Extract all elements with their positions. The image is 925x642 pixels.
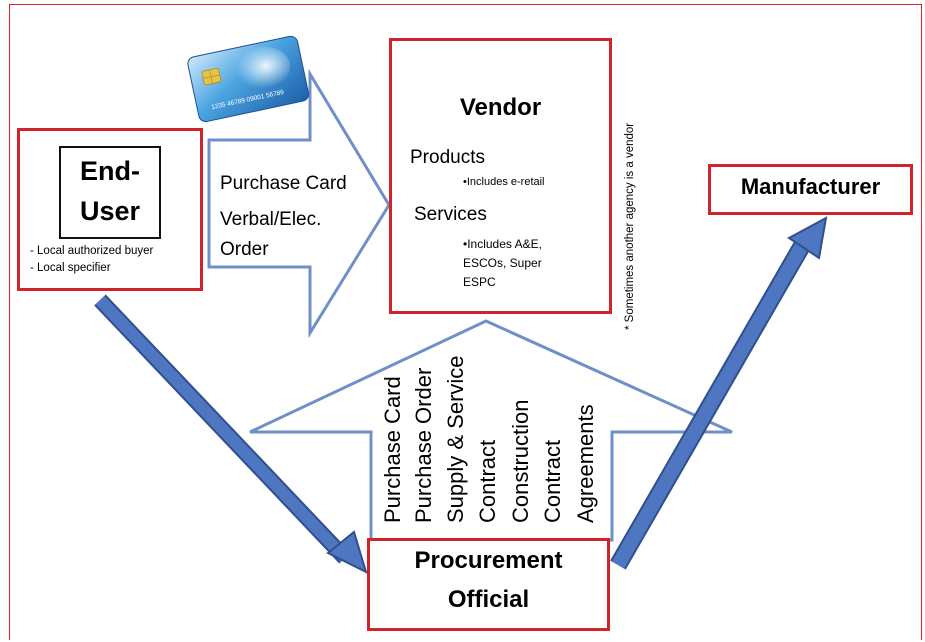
up-arrow-label-supply-service: Supply & Service [443,355,468,523]
credit-card-icon: 1235 46789 09001 56789 [187,35,310,123]
vendor-products-note: •Includes e-retail [463,176,545,188]
vendor-services-note-1: •Includes A&E, [463,237,542,251]
vendor-title: Vendor [459,94,542,121]
vendor-services-note-2: ESCOs, Super [463,256,542,270]
end-user-title-box [59,146,161,239]
end-user-title-line1: End- [80,156,140,186]
procurement-title-line1: Procurement [414,547,563,574]
verbal-order-label-1: Verbal/Elec. [220,209,322,230]
manufacturer-box [708,164,913,215]
verbal-order-label-2: Order [220,239,269,260]
vendor-footnote: * Sometimes another agency is a vendor [624,122,636,330]
manufacturer-title: Manufacturer [740,174,881,199]
up-arrow-label-contract-1: Contract [475,439,500,523]
up-arrow-label-purchase-order: Purchase Order [411,367,436,523]
vendor-services-note-3: ESPC [463,275,496,289]
vendor-services-label: Services [414,204,487,225]
up-arrow-label-purchase-card: Purchase Card [380,376,405,523]
procurement-official-box [367,538,610,631]
procurement-to-manufacturer-arrow [610,216,828,570]
enduser-to-procurement-arrow [94,294,368,574]
vendor-box [389,38,612,314]
vendor-products-label: Products [410,147,485,168]
right-arrow [207,68,391,339]
purchase-card-label: Purchase Card [220,173,347,194]
end-user-bullet-2: - Local specifier [30,262,111,274]
outer-frame [9,4,922,640]
procurement-title-line2: Official [447,586,530,613]
up-arrow-label-contract-2: Contract [540,439,565,523]
up-arrow-label-agreements: Agreements [573,404,598,523]
up-arrow-label-construction: Construction [508,399,533,523]
end-user-bullet-1: - Local authorized buyer [30,245,154,257]
end-user-title-line2: User [79,196,141,226]
